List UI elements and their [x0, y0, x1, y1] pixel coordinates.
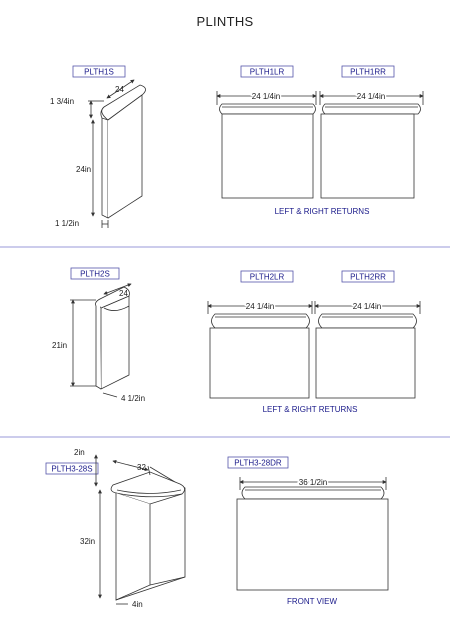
plth3-28s-depth: 32: [137, 463, 146, 472]
plth1s-depth: 24: [115, 85, 124, 94]
page-title: PLINTHS: [196, 14, 254, 29]
plth3-28s-bottom: 4in: [132, 600, 143, 609]
plth2lr-width: 24 1/4in: [246, 302, 274, 311]
plth2rr-code: PLTH2RR: [350, 273, 386, 282]
code-box: [45, 462, 99, 475]
code-box: [240, 65, 294, 78]
plth1rr-width: 24 1/4in: [357, 92, 385, 101]
plth3-28s-code: PLTH3-28S: [51, 465, 92, 474]
plth3-28s-height: 32in: [80, 537, 95, 546]
code-box: [240, 270, 294, 283]
code-box: [227, 456, 289, 469]
plth1s-bottom: 1 1/2in: [55, 219, 79, 228]
plth2lr-code: PLTH2LR: [250, 273, 285, 282]
plth1s-diagram: [72, 65, 146, 228]
plth3-28dr-width: 36 1/2in: [299, 478, 327, 487]
row2-caption: LEFT & RIGHT RETURNS: [263, 405, 358, 414]
plth3-28dr-diagram: [227, 456, 389, 591]
row1-caption: LEFT & RIGHT RETURNS: [275, 207, 370, 216]
plth1s-code: PLTH1S: [84, 68, 114, 77]
plth3-28dr-code: PLTH3-28DR: [234, 459, 282, 468]
plth2s-code: PLTH2S: [80, 270, 110, 279]
plth2s-bottom: 4 1/2in: [121, 394, 145, 403]
plth2s-height: 21in: [52, 341, 67, 350]
plth1s-height: 24in: [76, 165, 91, 174]
plth1lr-width: 24 1/4in: [252, 92, 280, 101]
code-box: [341, 65, 395, 78]
plth2-returns-diagram: [207, 270, 421, 399]
plth1-returns-diagram: [216, 65, 424, 199]
code-box: [341, 270, 395, 283]
plth1rr-code: PLTH1RR: [350, 68, 386, 77]
plth1s-top-depth: 1 3/4in: [50, 97, 74, 106]
plth2rr-width: 24 1/4in: [353, 302, 381, 311]
plth3-28s-diagram: [45, 454, 186, 605]
row3-caption: FRONT VIEW: [287, 597, 338, 606]
plth3-28s-top-depth: 2in: [74, 448, 85, 457]
code-box: [70, 267, 120, 280]
plth2s-depth: 24: [119, 289, 128, 298]
plth2s-diagram: [70, 267, 132, 398]
plth1lr-code: PLTH1LR: [250, 68, 285, 77]
code-box: [72, 65, 126, 78]
